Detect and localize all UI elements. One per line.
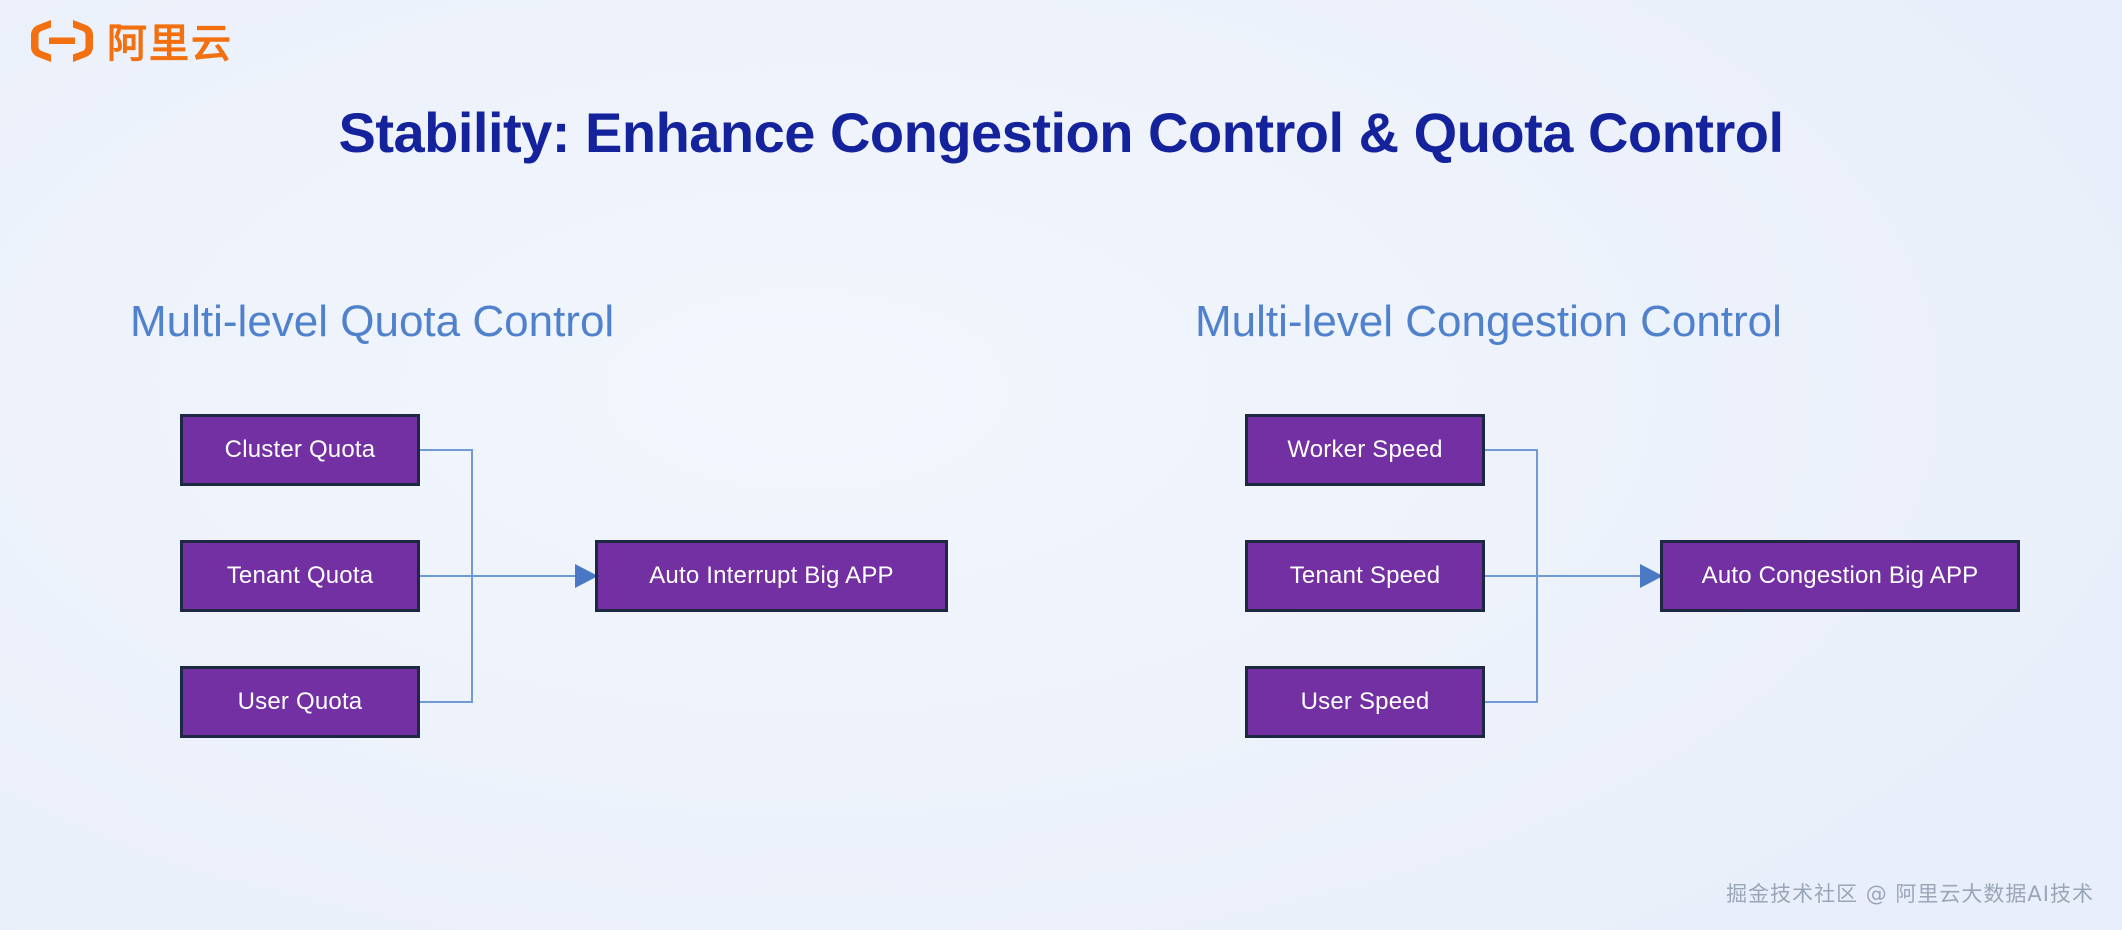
node-label: Auto Congestion Big APP [1701,562,1979,589]
node-label: Tenant Quota [226,562,374,589]
node-label: Cluster Quota [224,436,376,463]
panel-heading: Multi-level Quota Control [130,297,615,346]
node-source[interactable]: User Speed [1245,666,1485,738]
footer-watermark: 掘金技术社区 @ 阿里云大数据AI技术 [1726,882,2094,906]
node-target[interactable]: Auto Congestion Big APP [1660,540,2020,612]
node-source[interactable]: User Quota [180,666,420,738]
panel-congestion-control: Multi-level Congestion Control Worker Sp… [1195,300,2055,746]
node-label: User Speed [1300,688,1430,715]
alibaba-cloud-logo-icon [30,18,94,69]
node-label: Tenant Speed [1289,562,1441,589]
node-label: User Quota [237,688,363,715]
brand-logo: 阿里云 [30,18,233,69]
node-label: Auto Interrupt Big APP [649,562,894,589]
page-title: Stability: Enhance Congestion Control & … [338,101,1784,164]
brand-logo-text: 阿里云 [107,20,233,67]
diagram-congestion-control: Worker Speed Tenant Speed User Speed Aut… [1195,396,2055,746]
node-source[interactable]: Cluster Quota [180,414,420,486]
panel-heading: Multi-level Congestion Control [1195,297,1782,346]
node-target[interactable]: Auto Interrupt Big APP [595,540,948,612]
node-source[interactable]: Tenant Quota [180,540,420,612]
diagram-quota-control: Cluster Quota Tenant Quota User Quota Au… [130,396,990,746]
node-label: Worker Speed [1287,436,1443,463]
panel-quota-control: Multi-level Quota Control Cluster Quota … [130,300,990,746]
node-source[interactable]: Worker Speed [1245,414,1485,486]
node-source[interactable]: Tenant Speed [1245,540,1485,612]
